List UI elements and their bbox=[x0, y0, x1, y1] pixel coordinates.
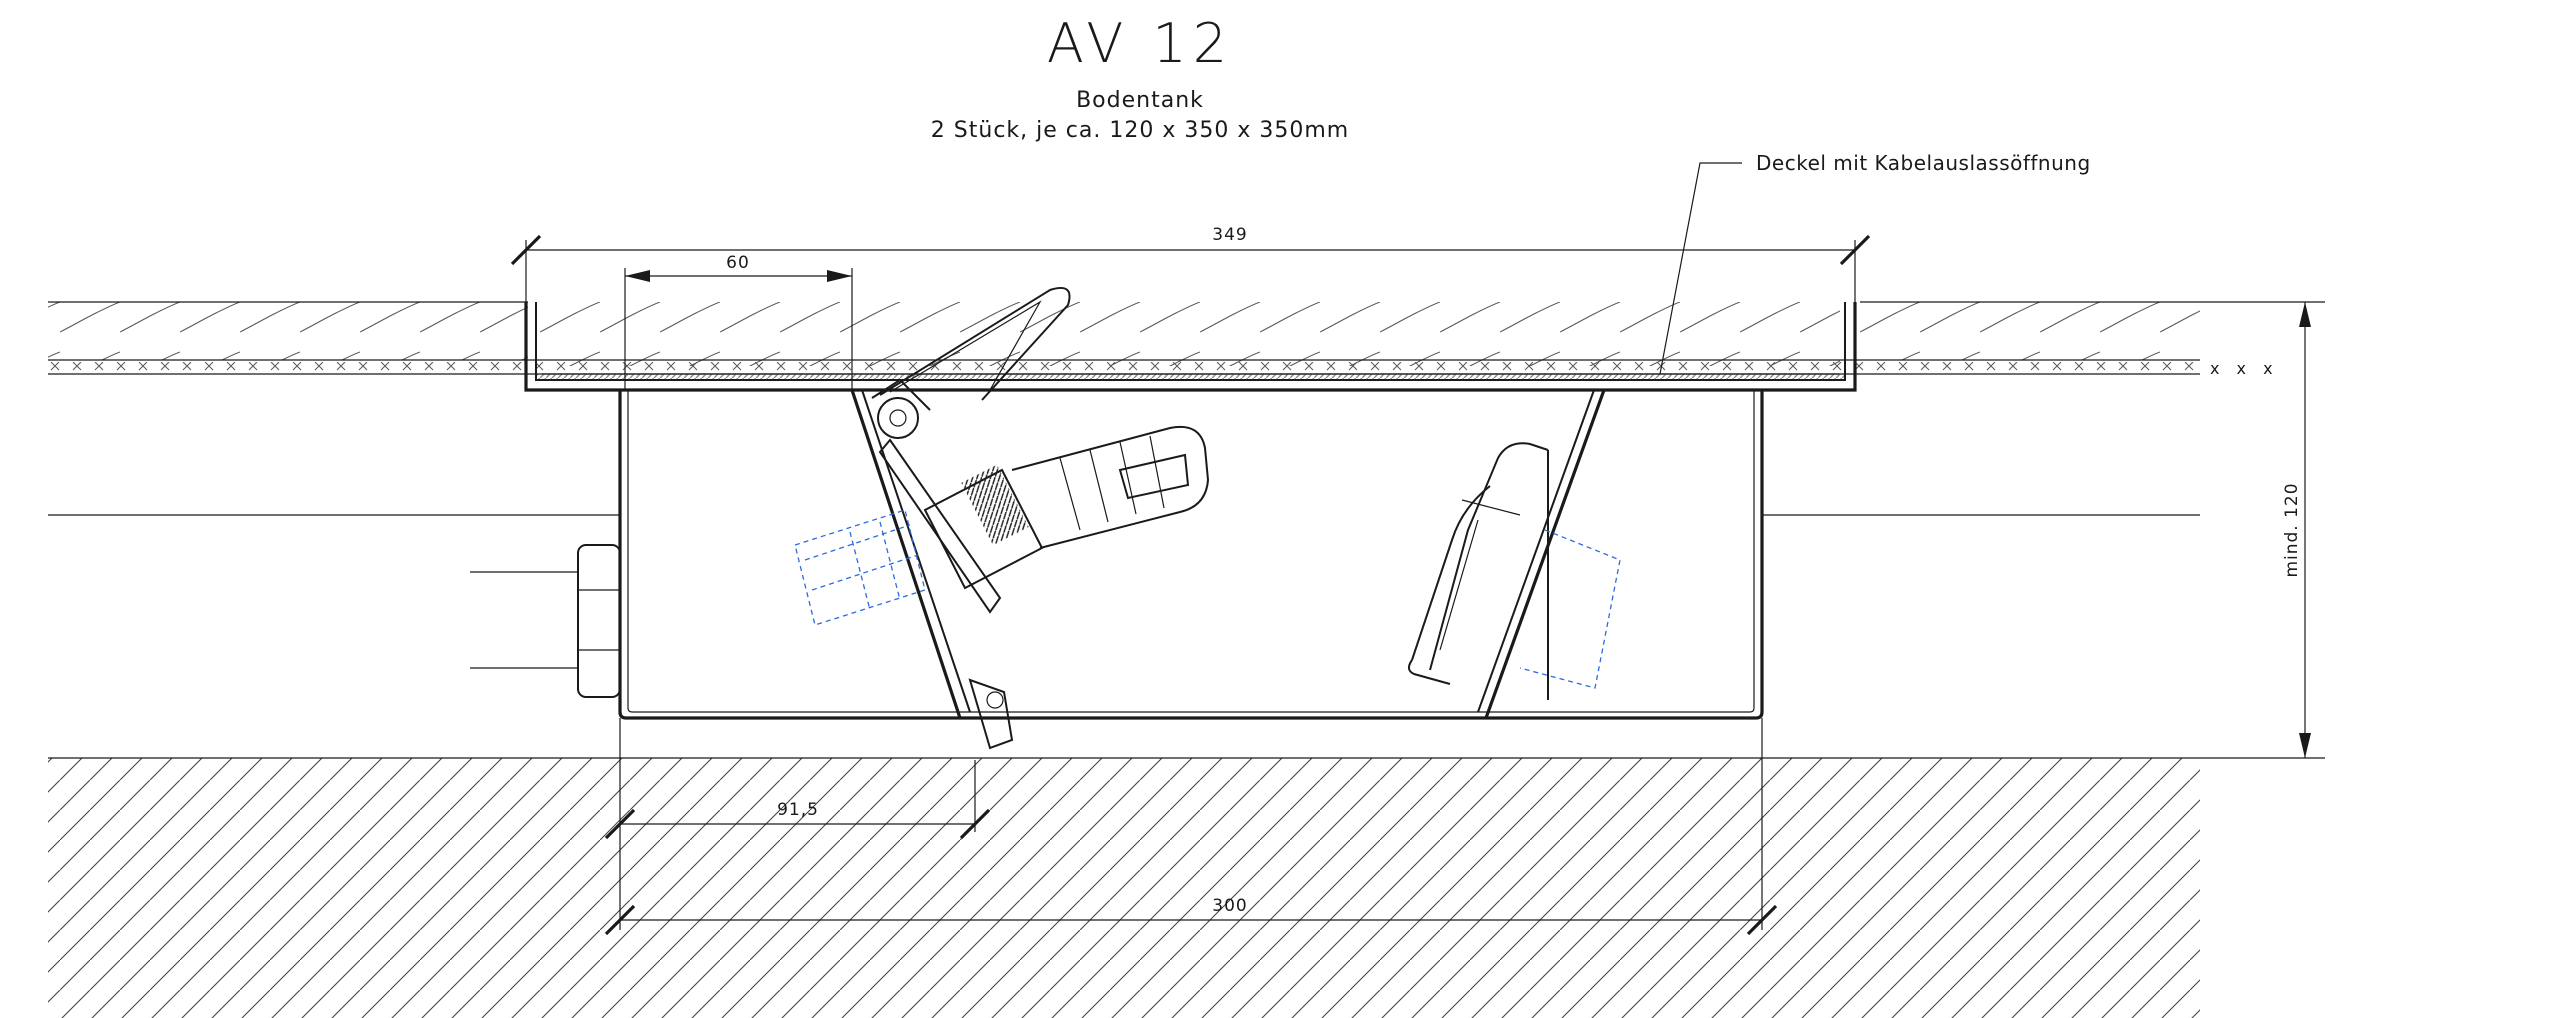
dimension-offset-bottom: 91,5 bbox=[604, 718, 991, 840]
floor-tank-body bbox=[524, 302, 1857, 720]
cable-gland-nut bbox=[470, 544, 621, 698]
drawing-subtitle-2: 2 Stück, je ca. 120 x 350 x 350mm bbox=[931, 118, 1349, 143]
dimension-height: mind. 120 bbox=[2200, 301, 2325, 759]
dimension-height-label: mind. 120 bbox=[2282, 482, 2302, 577]
dimension-body-width-label: 300 bbox=[1212, 896, 1247, 916]
drawing-subtitle-1: Bodentank bbox=[1076, 88, 1204, 113]
floor-screed-layer: x x x bbox=[48, 301, 2279, 378]
dimension-offset-top-label: 60 bbox=[726, 253, 750, 273]
drawing-title: AV 12 bbox=[1047, 12, 1233, 75]
dimension-offset-top: 60 bbox=[624, 253, 853, 390]
svg-text:x x x: x x x bbox=[2210, 359, 2279, 378]
annotation-cover: Deckel mit Kabelauslassöffnung bbox=[1659, 151, 2091, 375]
dimension-overall-width-label: 349 bbox=[1212, 225, 1247, 245]
annotation-cover-label: Deckel mit Kabelauslassöffnung bbox=[1756, 151, 2091, 175]
socket-insert bbox=[1408, 442, 1621, 700]
connector-plug bbox=[794, 286, 1210, 750]
concrete-base bbox=[48, 757, 2200, 1018]
dimension-offset-bottom-label: 91,5 bbox=[777, 800, 819, 820]
dimension-overall-width: 349 bbox=[510, 225, 1871, 302]
dimension-body-width: 300 bbox=[604, 718, 1778, 936]
